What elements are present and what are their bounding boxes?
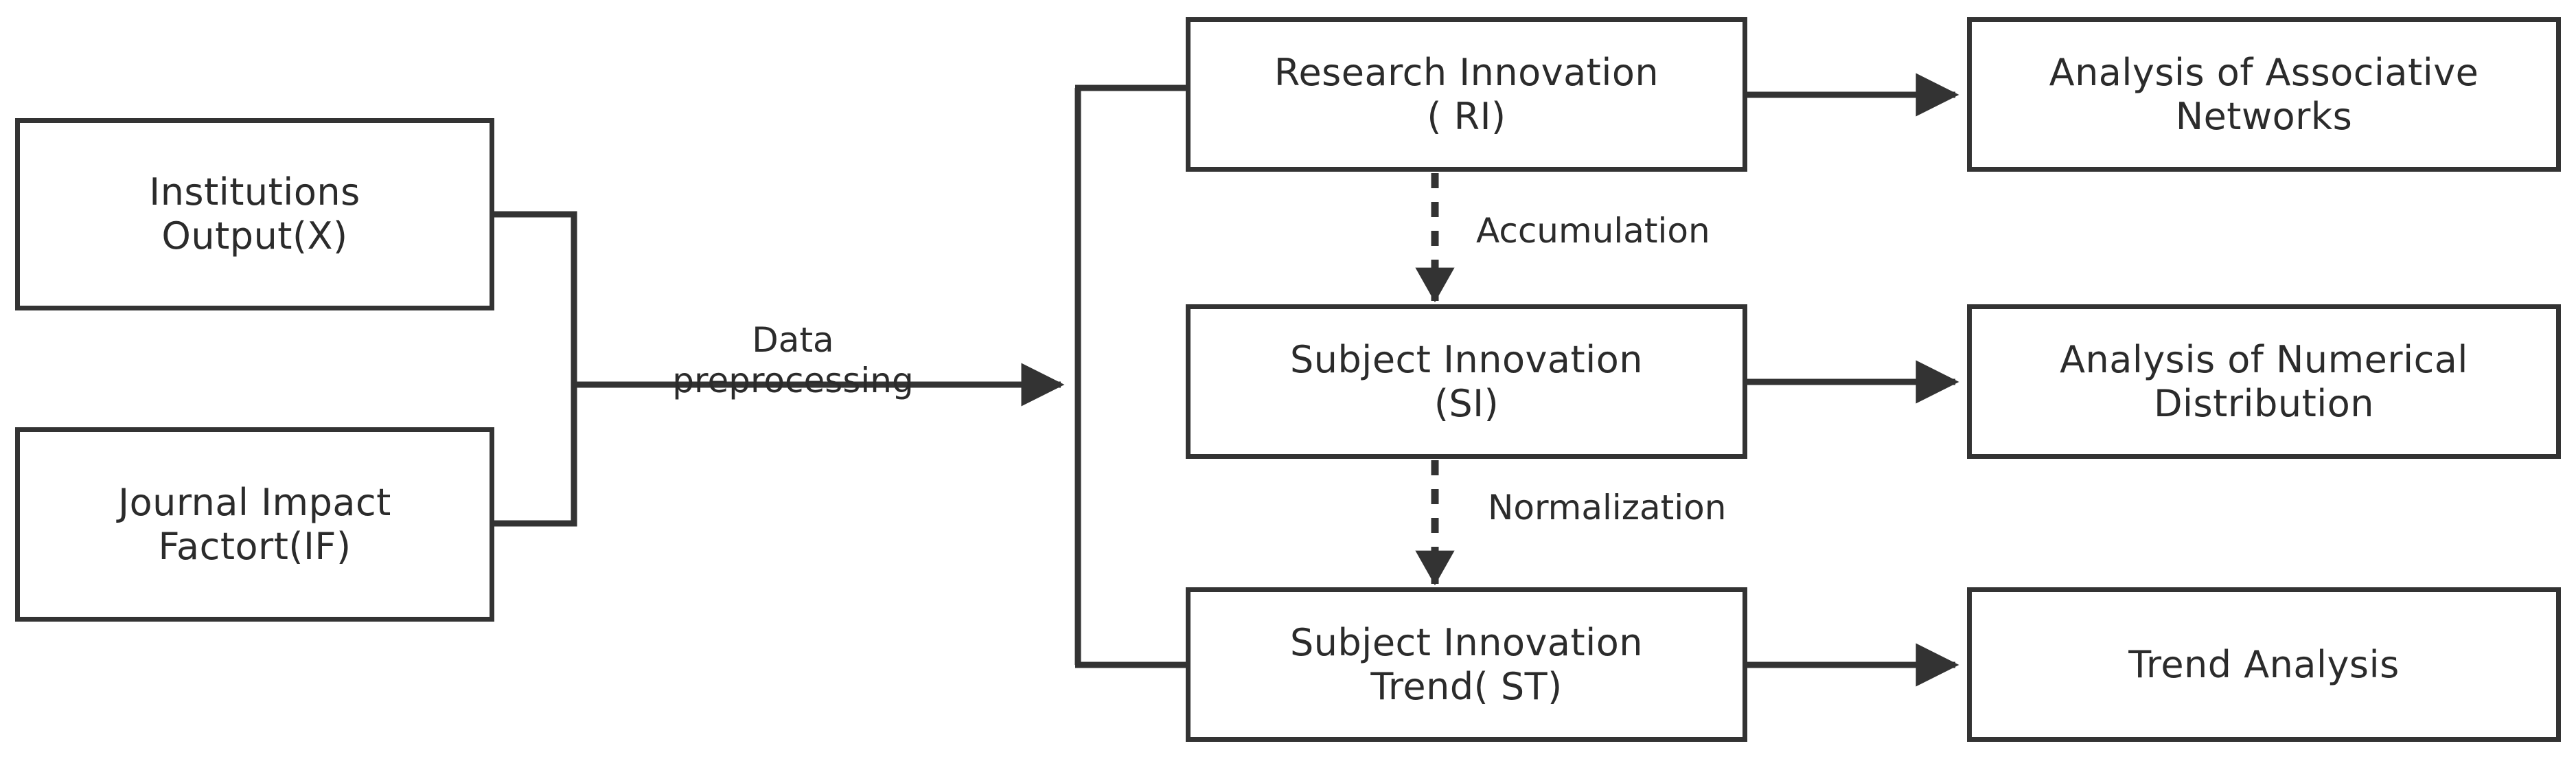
node-research-innovation[interactable]: Research Innovation ( RI) [1186,17,1747,172]
node-label: Research Innovation ( RI) [1274,50,1659,138]
edge-institutions-to-merge [494,211,577,385]
node-trend-analysis[interactable]: Trend Analysis [1967,587,2561,742]
node-analysis-associative-networks[interactable]: Analysis of Associative Networks [1967,17,2561,172]
node-label: Subject Innovation Trend( ST) [1290,620,1643,708]
node-journal-impact-factor[interactable]: Journal Impact Factort(IF) [15,427,494,622]
node-label: Journal Impact Factort(IF) [118,480,391,568]
node-label: Trend Analysis [2128,642,2400,686]
node-label: Analysis of Numerical Distribution [2060,337,2468,425]
edge-label-data-preprocessing: Data preprocessing [672,320,914,400]
node-subject-innovation-trend[interactable]: Subject Innovation Trend( ST) [1186,587,1747,742]
node-label: Analysis of Associative Networks [2049,50,2479,138]
edge-journal-to-merge [494,385,577,527]
node-label: Subject Innovation (SI) [1290,337,1643,425]
edge-label-normalization: Normalization [1488,488,1727,528]
node-label: Institutions Output(X) [149,170,360,258]
edge-label-accumulation: Accumulation [1476,211,1710,251]
node-analysis-numerical-distribution[interactable]: Analysis of Numerical Distribution [1967,304,2561,459]
node-institutions-output[interactable]: Institutions Output(X) [15,118,494,310]
node-subject-innovation[interactable]: Subject Innovation (SI) [1186,304,1747,459]
